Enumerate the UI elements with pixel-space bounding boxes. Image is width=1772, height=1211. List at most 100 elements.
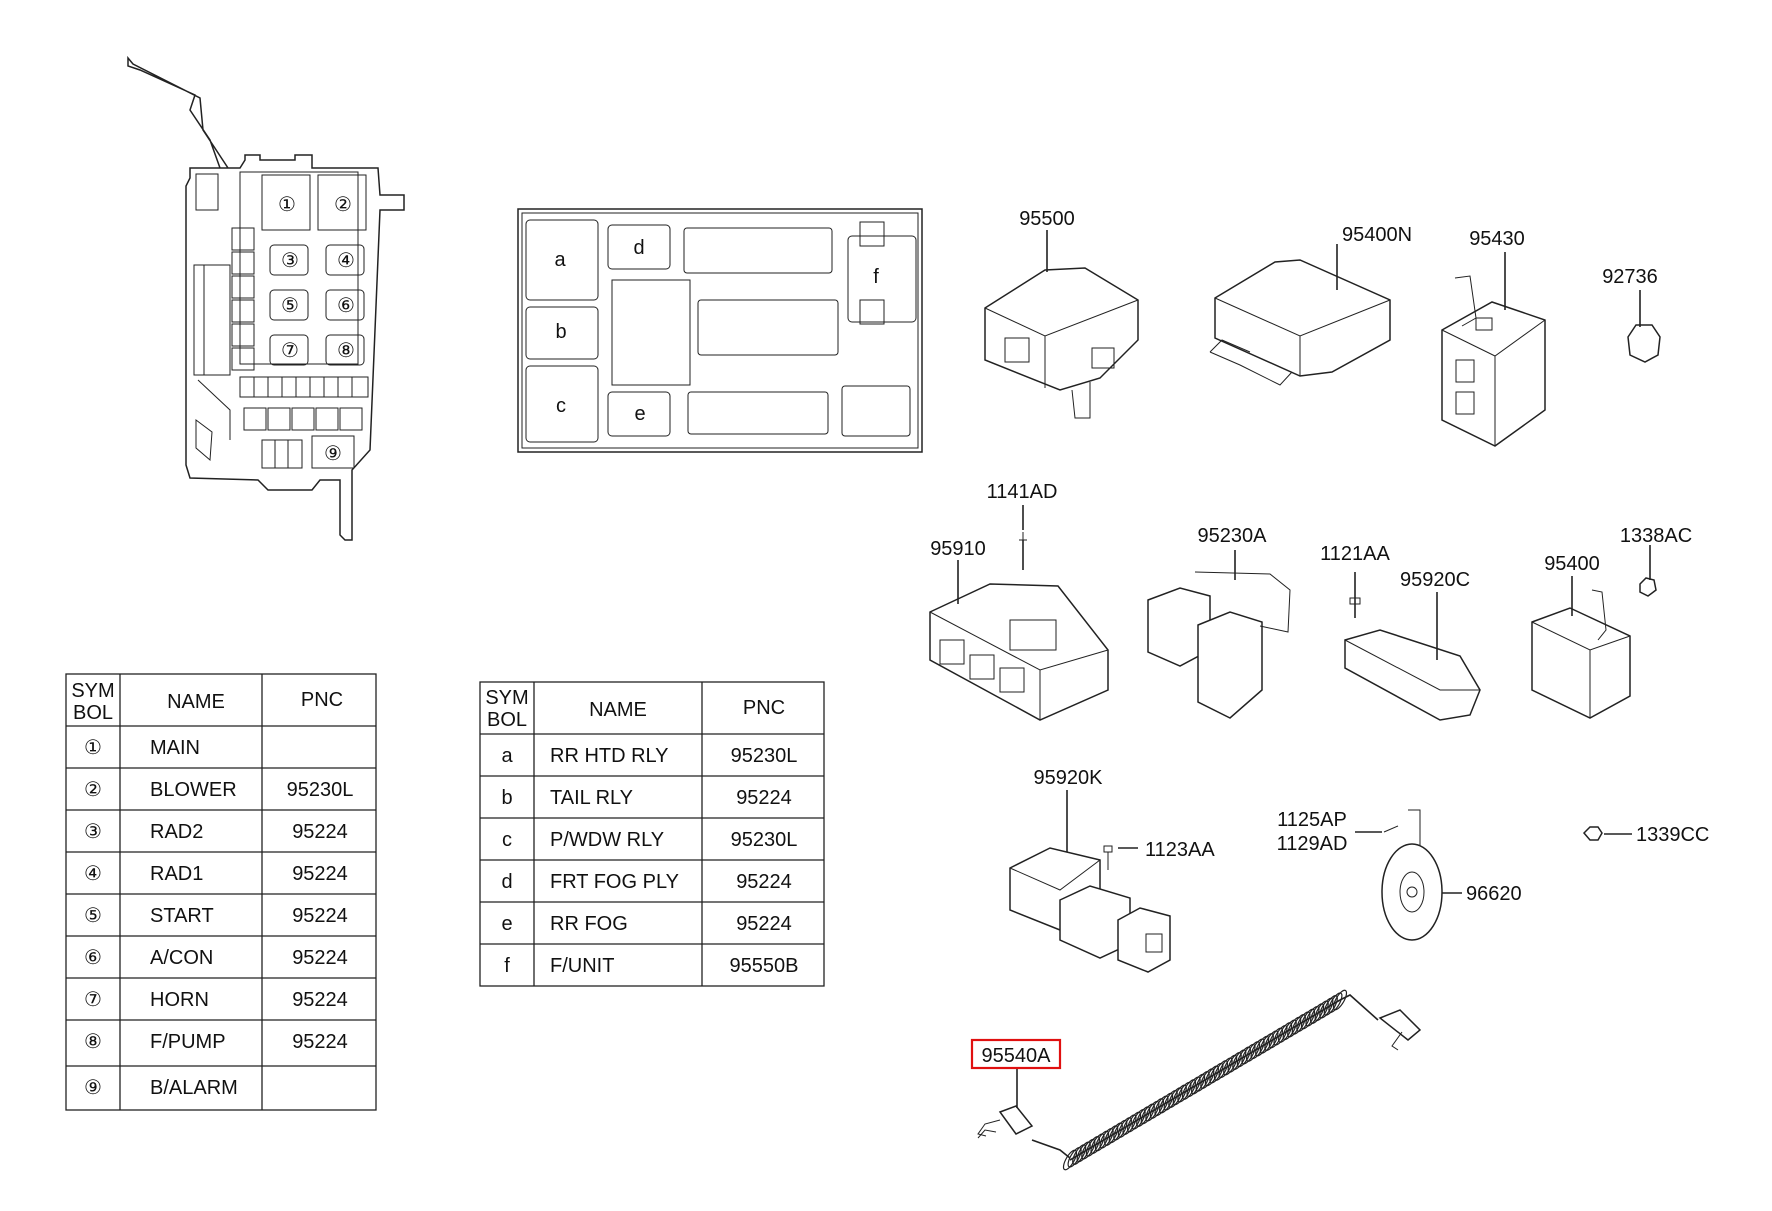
right-header-name: NAME	[589, 699, 647, 721]
right-row-3-sym: c	[502, 829, 512, 851]
label-95920K: 95920K	[1034, 767, 1104, 789]
coil-loop	[1273, 1024, 1288, 1046]
coil-spring	[1062, 989, 1348, 1171]
label-92736: 92736	[1602, 266, 1658, 288]
label-95400N: 95400N	[1342, 224, 1412, 246]
right-row-6-name: F/UNIT	[550, 955, 614, 977]
label-95500: 95500	[1019, 208, 1075, 230]
left-row-6-pnc: 95224	[292, 947, 348, 969]
coil-loop	[1145, 1100, 1160, 1122]
left-row-1-name: MAIN	[150, 737, 200, 759]
fuse-symbol-6: ⑥	[337, 295, 355, 317]
left-row-8-sym: ⑧	[84, 1031, 102, 1053]
coil-loop	[1277, 1022, 1293, 1043]
part-95400N: 95400N	[1209, 224, 1412, 386]
label-1339CC: 1339CC	[1636, 824, 1709, 846]
fuse-symbol-2: ②	[334, 194, 352, 216]
coil-loop	[1172, 1084, 1187, 1106]
coil-loop	[1195, 1071, 1210, 1092]
coil-loop	[1122, 1114, 1137, 1136]
right-row-5-pnc: 95224	[736, 913, 792, 935]
fuse-symbol-7: ⑦	[281, 340, 299, 362]
left-row-5-name: START	[150, 905, 214, 927]
left-row-2-name: BLOWER	[150, 779, 237, 801]
right-row-5-sym: e	[501, 913, 512, 935]
right-row-1-sym: a	[501, 745, 513, 767]
left-row-4-pnc: 95224	[292, 863, 348, 885]
coil-loop	[1328, 992, 1343, 1014]
coil-loop	[1218, 1057, 1233, 1079]
coil-loop	[1213, 1060, 1229, 1081]
coil-loop	[1081, 1138, 1096, 1160]
coil-loop	[1332, 989, 1348, 1011]
label-95540A: 95540A	[982, 1045, 1052, 1067]
coil-loop	[1287, 1016, 1302, 1038]
coil-loop	[1236, 1046, 1252, 1068]
left-row-7-pnc: 95224	[292, 989, 348, 1011]
junction-letter-c: c	[556, 395, 566, 417]
part-1339CC: 1339CC	[1582, 824, 1709, 846]
coil-loop	[1163, 1089, 1178, 1111]
coil-loop	[1282, 1019, 1297, 1041]
coil-loop	[1168, 1087, 1183, 1108]
part-95230A: 95230A	[1147, 525, 1291, 719]
fuse-symbol-3: ③	[281, 250, 299, 272]
coil-loop	[1232, 1049, 1247, 1071]
label-1141AD: 1141AD	[987, 481, 1058, 503]
part-95920C: 95920C 1121AA	[1320, 543, 1481, 721]
right-row-5-name: RR FOG	[550, 913, 628, 935]
right-row-4-sym: d	[501, 871, 512, 893]
fuse-symbol-4: ④	[337, 250, 355, 272]
right-row-1-name: RR HTD RLY	[550, 745, 669, 767]
coil-loop	[1268, 1027, 1284, 1049]
coil-loop	[1204, 1065, 1220, 1087]
coil-loop	[1181, 1079, 1197, 1100]
coil-loop	[1067, 1146, 1082, 1168]
coil-loop	[1200, 1068, 1215, 1089]
coil-loop	[1108, 1122, 1123, 1144]
right-row-2-name: TAIL RLY	[550, 787, 633, 809]
coil-loop	[1300, 1008, 1316, 1030]
left-row-9-name: B/ALARM	[150, 1077, 238, 1099]
coil-loop	[1296, 1011, 1311, 1033]
coil-loop	[1250, 1038, 1265, 1060]
coil-loop	[1319, 997, 1334, 1019]
left-row-5-pnc: 95224	[292, 905, 348, 927]
left-row-6-sym: ⑥	[84, 947, 102, 969]
right-row-3-name: P/WDW RLY	[550, 829, 664, 851]
left-row-2-pnc: 95230L	[287, 779, 354, 801]
coil-loop	[1245, 1041, 1261, 1062]
right-row-2-pnc: 95224	[736, 787, 792, 809]
left-header-sym-line2: BOL	[73, 702, 113, 724]
left-header-sym-line1: SYM	[71, 680, 114, 702]
junction-letter-e: e	[634, 403, 645, 425]
junction-box: a b c d e f	[517, 208, 923, 453]
left-row-8-name: F/PUMP	[150, 1031, 226, 1053]
junction-letter-d: d	[633, 237, 644, 259]
junction-letter-f: f	[873, 266, 879, 288]
coil-loop	[1154, 1095, 1169, 1117]
left-row-8-pnc: 95224	[292, 1031, 348, 1053]
coil-loop	[1259, 1033, 1274, 1054]
part-95540A-coil-cord: 95540A	[970, 994, 1422, 1161]
right-row-3-pnc: 95230L	[731, 829, 798, 851]
coil-loop	[1113, 1119, 1128, 1141]
part-95920K: 95920K 1123AA	[1009, 767, 1215, 973]
fuse-symbol-5: ⑤	[281, 295, 299, 317]
part-95500: 95500	[984, 208, 1139, 419]
label-95920C: 95920C	[1400, 569, 1470, 591]
left-row-3-name: RAD2	[150, 821, 203, 843]
left-row-4-sym: ④	[84, 863, 102, 885]
coil-loop	[1094, 1130, 1110, 1152]
left-row-5-sym: ⑤	[84, 905, 102, 927]
junction-letter-b: b	[555, 321, 566, 343]
coil-loop	[1104, 1125, 1119, 1146]
right-row-4-name: FRT FOG PLY	[550, 871, 679, 893]
label-1125AP: 1125AP	[1277, 809, 1347, 831]
right-row-6-pnc: 95550B	[730, 955, 799, 977]
fuse-symbol-8: ⑧	[337, 340, 355, 362]
coil-loop	[1090, 1133, 1105, 1155]
coil-loop	[1136, 1106, 1151, 1127]
coil-loop	[1190, 1073, 1206, 1095]
